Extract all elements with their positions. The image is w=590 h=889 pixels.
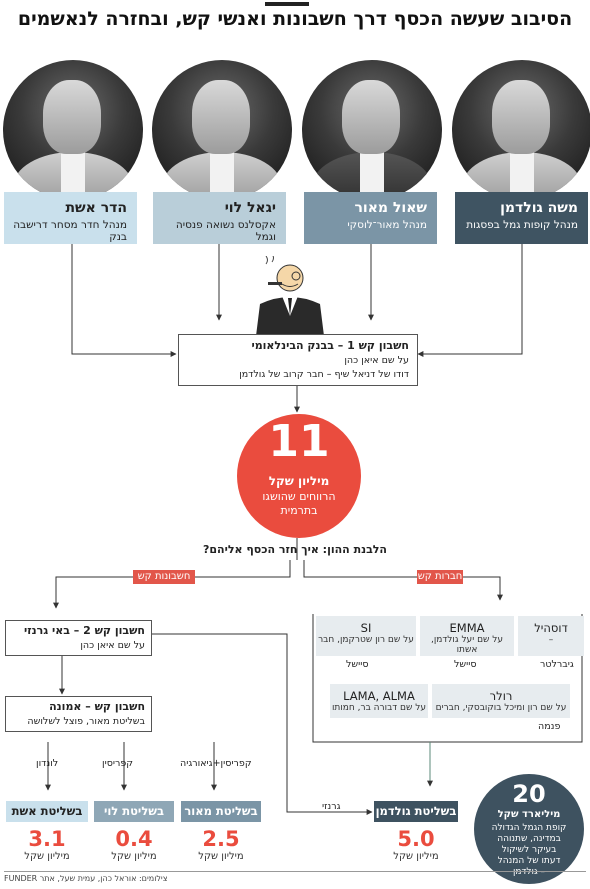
person-name: שאול מאור [354,200,427,216]
company-owner: על שם רון ומיכל בוקובסקי, חברים [435,703,567,713]
amount-maor: 2.5 [202,827,240,851]
account-owner: על שם איאן כהן [344,355,409,366]
amount-unit: מיליון שקל [393,851,439,862]
person-name: משה גולדמן [500,200,578,216]
profit-unit: מיליון שקל [268,474,330,488]
photo-yigal-levi [152,60,292,200]
strawman-account-trust: חשבון קש – אמונה בשליטת מאור, פוצל לשלוש… [5,696,152,732]
company-emma: EMMA על שם יעל גולדמן, אשתו [420,616,514,656]
route-label: קפריסין+גיאורגיה [180,758,252,769]
amount-unit: מיליון שקל [24,851,70,862]
fund-size-circle: 20 מיליארד שקל קופת הגמל הגדולה במדינה, … [474,774,584,884]
fund-desc: דעתו של המנהל [497,856,561,866]
account-note: בשליטת מאור, פוצל לשלושה [27,716,145,727]
person-role: מנהל מאור־לוסקי [347,219,427,231]
account-owner: על שם איאן כהן [80,640,145,651]
account-note: דודו של דניאל שיף – חבר קרוב של גולדמן [239,369,409,380]
company-owner: – [548,635,554,645]
strawman-account-2: חשבון קש 2 – באי גרנזי על שם איאן כהן [5,620,152,656]
company-roller: רולר על שם רון ומיכל בוקובסקי, חברים [432,684,570,718]
account-title: חשבון קש 2 – באי גרנזי [23,624,145,637]
company-name: רולר [489,689,513,703]
tag-strawman-companies: חברות קש [417,570,463,584]
company-name: דוסהיל [534,621,568,635]
account-title: חשבון קש – אמונה [49,700,145,713]
company-place: גיברלטר [540,659,574,670]
profit-value: 11 [268,416,330,467]
photo-hadar-ashet [3,60,143,200]
company-owner: על שם רון שטרקמן, חבר [318,635,414,645]
photo-credit: צילומים: אוראל כהן, עמית שעל, אתר FUNDER [4,874,168,883]
fund-unit: מיליארד שקל [497,809,561,820]
fund-desc: בעיקר לשיקול [501,845,557,855]
company-lama-alma: LAMA, ALMA על שם דבורה בר, חמותו [330,684,428,718]
company-dosehill: דוסהיל – [518,616,584,656]
control-goldman: בשליטת גולדמן [374,801,458,822]
company-place: סיישל [454,659,477,670]
route-label: לונדון [36,758,59,769]
company-place: סיישל [346,659,369,670]
fund-value: 20 [512,780,546,808]
route-label: גרנזי [322,801,341,812]
amount-levi: 0.4 [115,827,153,851]
laundering-question: הלבנת ההון: איך חזר הכסף אליהם? [202,543,387,556]
person-role: מנהל חדר מסחר דרישבה בנק [13,219,127,243]
photo-shaul-maor [302,60,442,200]
profit-circle: 11 מיליון שקל הרווחים שהושגו בתרמית [237,414,361,538]
company-owner: על שם דבורה בר, חמותו [331,703,427,713]
amount-goldman: 5.0 [397,827,435,851]
control-levi: בשליטת לוי [94,801,174,822]
tag-strawman-accounts: חשבונות קש [133,570,195,584]
company-name: EMMA [449,621,485,635]
page-title: הסיבוב שעשה הכסף דרך חשבונות ואנשי קש, ו… [17,8,573,30]
strawman-account-1: חשבון קש 1 – בבנק הבינלאומי על שם איאן כ… [178,334,418,386]
person-name: יגאל לוי [224,200,276,216]
strawman-illustration-icon [256,256,324,336]
fund-desc: במדינה, שתנוהה [497,834,561,844]
namebox-maor: שאול מאור מנהל מאור־לוסקי [304,192,437,244]
namebox-goldman: משה גולדמן מנהל קופות גמל בפסגות [455,192,588,244]
control-ashet: בשליטת אשת [6,801,88,822]
amount-ashet: 3.1 [28,827,66,851]
profit-desc: בתרמית [280,504,318,517]
amount-unit: מיליון שקל [198,851,244,862]
person-role: אקסלנס נשואה פנסיה וגמל [175,219,276,243]
company-owner: על שם יעל גולדמן, אשתו [430,635,504,655]
person-name: הדר אשת [65,200,127,216]
footer-divider [4,871,586,872]
fund-desc: קופת הגמל הגדולה [491,823,567,833]
title-accent-bar [265,2,309,6]
namebox-levi: יגאל לוי אקסלנס נשואה פנסיה וגמל [153,192,286,244]
profit-desc: הרווחים שהושגו [262,490,336,503]
company-name: LAMA, ALMA [343,689,415,703]
namebox-ashet: הדר אשת מנהל חדר מסחר דרישבה בנק [4,192,137,244]
fund-desc: – גולדמן [512,867,546,877]
company-place: פנמה [538,721,561,732]
person-role: מנהל קופות גמל בפסגות [466,219,578,231]
company-name: SI [360,621,372,635]
photo-moshe-goldman [452,60,590,200]
amount-unit: מיליון שקל [111,851,157,862]
account-title: חשבון קש 1 – בבנק הבינלאומי [251,339,409,352]
control-maor: בשליטת מאור [181,801,261,822]
company-si: SI על שם רון שטרקמן, חבר [316,616,416,656]
route-label: קפריסין [102,758,134,769]
